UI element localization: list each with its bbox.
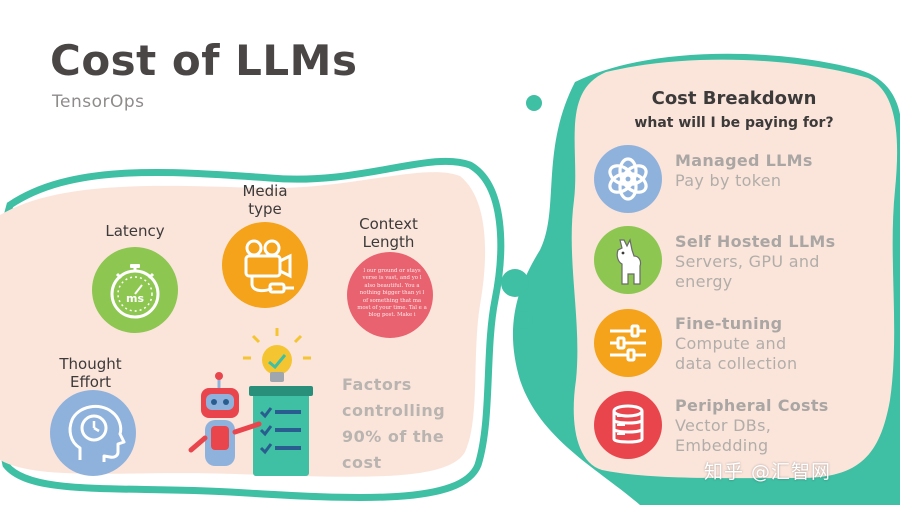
fine-tuning-desc-line2: data collection xyxy=(675,354,798,373)
context-sample-text: l our ground or stays verse is vast, and… xyxy=(357,268,427,319)
latency-label: Latency xyxy=(105,222,165,240)
thought-effort-label-line1: Thought xyxy=(59,355,122,373)
teal-dot-1 xyxy=(526,95,542,111)
latency-ms-text: ms xyxy=(126,292,144,305)
head-clock-icon xyxy=(68,404,126,462)
context-length-label-line2: Length xyxy=(362,233,415,251)
media-type-label-line2: type xyxy=(248,200,282,218)
watermark-text: 知乎 @汇智网 xyxy=(704,461,832,483)
peripheral-costs-desc-line1: Vector DBs, xyxy=(675,416,772,435)
media-type-label: Media type xyxy=(225,182,305,218)
thought-effort-label: Thought Effort xyxy=(48,355,133,391)
latency-circle: ms xyxy=(92,247,178,333)
teal-dot-3 xyxy=(515,311,533,329)
context-length-label-line1: Context xyxy=(359,215,418,233)
teal-dot-2 xyxy=(501,269,529,297)
context-length-label: Context Length xyxy=(346,215,431,251)
managed-llms-circle xyxy=(594,145,662,213)
checklist-icon xyxy=(249,386,313,476)
self-hosted-llms-circle xyxy=(594,226,662,294)
database-icon xyxy=(612,404,644,444)
breakdown-title: Cost Breakdown xyxy=(651,88,817,109)
self-hosted-llms-desc-line2: energy xyxy=(675,272,733,291)
page-title: Cost of LLMs xyxy=(50,36,358,85)
managed-llms-desc: Pay by token xyxy=(675,171,782,190)
thought-effort-circle xyxy=(50,390,136,476)
robot-icon xyxy=(188,372,262,466)
stopwatch-icon: ms xyxy=(110,264,160,319)
sliders-icon xyxy=(610,324,646,362)
fine-tuning-title: Fine-tuning xyxy=(675,314,783,333)
media-type-label-line1: Media xyxy=(242,182,288,200)
thought-effort-label-line2: Effort xyxy=(69,373,112,391)
peripheral-costs-desc-line2: Embedding xyxy=(675,436,769,455)
fine-tuning-circle xyxy=(594,309,662,377)
media-type-circle xyxy=(222,222,308,308)
llama-icon xyxy=(616,238,642,285)
peripheral-costs-circle xyxy=(594,391,662,459)
video-camera-icon xyxy=(244,239,294,294)
context-length-circle: l our ground or stays verse is vast, and… xyxy=(347,252,433,338)
breakdown-subtitle: what will I be paying for? xyxy=(634,115,834,131)
self-hosted-llms-desc-line1: Servers, GPU and xyxy=(675,252,820,271)
openai-logo-icon xyxy=(608,157,648,201)
robot-checklist-illustration xyxy=(188,328,313,476)
lightbulb-icon xyxy=(243,328,311,382)
factors-note: Factors controlling 90% of the cost xyxy=(342,375,446,472)
fine-tuning-desc-line1: Compute and xyxy=(675,334,787,353)
page-subtitle: TensorOps xyxy=(52,92,145,112)
managed-llms-title: Managed LLMs xyxy=(675,151,813,170)
self-hosted-llms-title: Self Hosted LLMs xyxy=(675,232,836,251)
left-blob-outline xyxy=(0,157,505,502)
peripheral-costs-title: Peripheral Costs xyxy=(675,396,829,415)
